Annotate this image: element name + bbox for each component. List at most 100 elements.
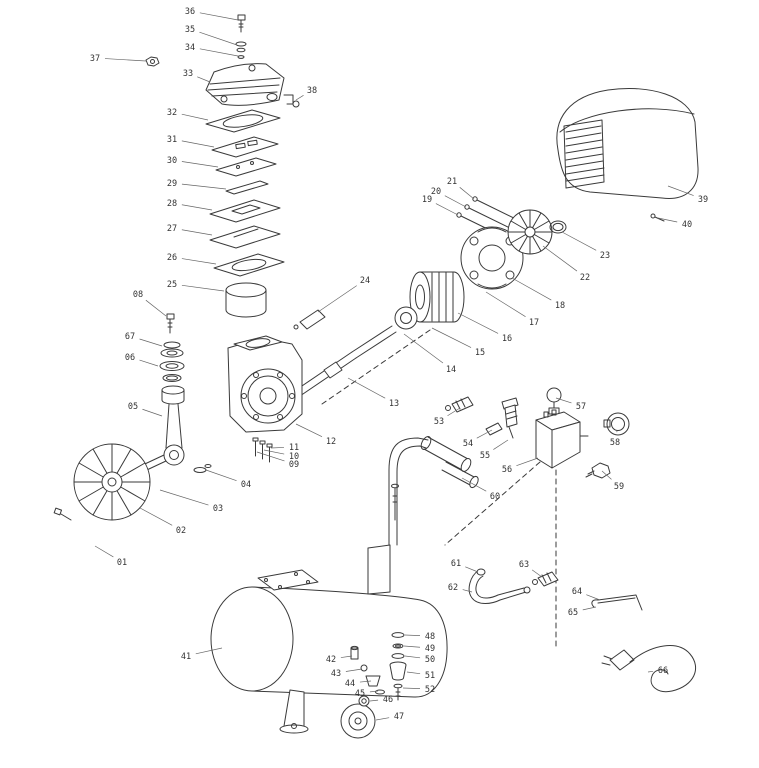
part-label-11: 11: [289, 443, 299, 453]
part-label-58: 58: [610, 438, 620, 448]
leader-line-67: [139, 338, 163, 347]
part-label-27: 27: [167, 224, 177, 234]
leader-line-22: [542, 245, 578, 272]
leader-line-45: [369, 690, 379, 693]
part-label-20: 20: [431, 187, 441, 197]
part-label-39: 39: [698, 195, 708, 205]
leader-line-30: [181, 161, 219, 168]
part-label-66: 66: [658, 666, 668, 676]
leader-line-60: [461, 477, 487, 492]
part-label-35: 35: [185, 25, 195, 35]
leader-line-33: [197, 76, 211, 83]
leader-line-26: [181, 258, 217, 265]
leader-line-63: [531, 569, 543, 578]
part-label-56: 56: [502, 465, 512, 475]
part-label-23: 23: [600, 251, 610, 261]
leader-line-39: [667, 185, 694, 196]
part-label-17: 17: [529, 318, 539, 328]
leader-line-66: [647, 670, 654, 673]
part-label-01: 01: [117, 558, 127, 568]
part-label-33: 33: [183, 69, 193, 79]
leader-line-11: [270, 447, 285, 449]
leader-line-04: [205, 469, 237, 482]
leader-line-50: [404, 655, 421, 659]
leader-line-28: [181, 204, 213, 211]
leader-line-40: [657, 217, 678, 223]
part-label-38: 38: [307, 86, 317, 96]
leader-line-19: [435, 203, 459, 216]
part-label-15: 15: [475, 348, 485, 358]
part-label-26: 26: [167, 253, 177, 263]
diagram-artwork: [53, 14, 699, 739]
part-label-09: 09: [289, 460, 299, 470]
part-label-36: 36: [185, 7, 195, 17]
part-label-44: 44: [345, 679, 355, 689]
leader-line-25: [181, 284, 225, 292]
leader-line-42: [340, 655, 353, 658]
wheel: [340, 703, 376, 739]
leader-line-13: [347, 377, 386, 399]
part-label-57: 57: [576, 402, 586, 412]
part-label-22: 22: [580, 273, 590, 283]
part-label-49: 49: [425, 644, 435, 654]
part-label-67: 67: [125, 332, 135, 342]
leader-line-08: [145, 299, 167, 317]
leader-line-03: [159, 489, 209, 506]
leader-line-52: [402, 687, 421, 689]
part-label-14: 14: [446, 365, 456, 375]
leader-line-23: [561, 231, 597, 251]
part-label-12: 12: [326, 437, 336, 447]
part-label-03: 03: [213, 504, 223, 514]
shroud-outline: [556, 87, 699, 199]
leader-line-12: [295, 423, 323, 437]
part-label-60: 60: [490, 492, 500, 502]
leader-line-57: [555, 397, 572, 404]
leader-line-43: [345, 668, 363, 672]
part-label-19: 19: [422, 195, 432, 205]
leader-line-10: [263, 449, 285, 455]
leader-line-54: [476, 429, 493, 439]
leader-line-21: [459, 187, 475, 200]
part-label-04: 04: [241, 480, 251, 490]
leader-line-35: [199, 31, 238, 46]
leader-line-38: [295, 95, 304, 101]
part-label-41: 41: [181, 652, 191, 662]
leader-line-29: [181, 183, 227, 190]
leader-line-46: [369, 699, 379, 702]
part-label-59: 59: [614, 482, 624, 492]
leader-line-01: [94, 545, 114, 558]
leader-line-47: [375, 717, 390, 721]
leader-line-41: [195, 647, 223, 655]
leader-line-16: [457, 312, 499, 334]
stator: [460, 226, 524, 290]
leader-line-14: [403, 333, 444, 364]
part-label-06: 06: [125, 353, 135, 363]
leader-line-27: [181, 229, 213, 236]
leader-line-59: [601, 470, 612, 480]
leader-line-32: [181, 113, 209, 121]
leader-line-17: [485, 291, 526, 317]
part-label-42: 42: [326, 655, 336, 665]
part-label-43: 43: [331, 669, 341, 679]
part-label-25: 25: [167, 280, 177, 290]
part-label-53: 53: [434, 417, 444, 427]
leader-line-31: [181, 140, 215, 148]
part-label-51: 51: [425, 671, 435, 681]
part-labels-layer: 0102030405060809101112131415161718192021…: [90, 7, 708, 722]
part-label-13: 13: [389, 399, 399, 409]
shroud-louver-panel: [563, 119, 605, 189]
part-label-08: 08: [133, 290, 143, 300]
part-label-34: 34: [185, 43, 195, 53]
part-label-28: 28: [167, 199, 177, 209]
leader-line-05: [142, 408, 163, 417]
part-label-52: 52: [425, 685, 435, 695]
part-label-29: 29: [167, 179, 177, 189]
leader-line-18: [511, 277, 552, 301]
leader-line-02: [139, 507, 173, 526]
leader-line-09: [256, 451, 285, 462]
part-label-47: 47: [394, 712, 404, 722]
part-label-02: 02: [176, 526, 186, 536]
part-label-64: 64: [572, 587, 582, 597]
